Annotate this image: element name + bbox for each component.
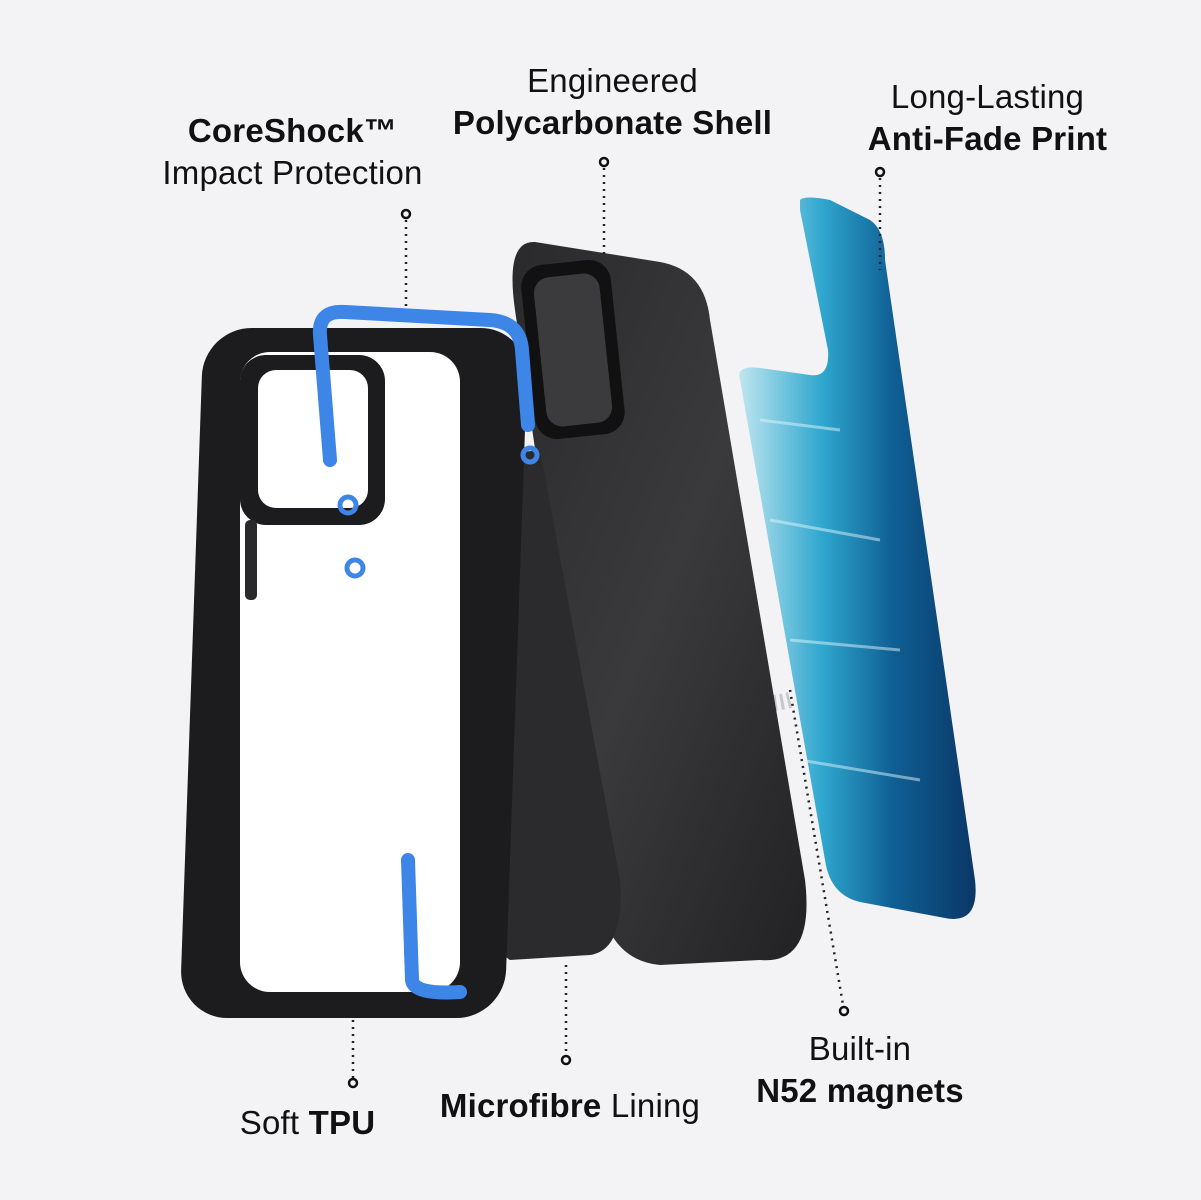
coreshock-bumpers — [312, 304, 540, 1000]
print-title: Anti-Fade Print — [867, 120, 1108, 157]
coreshock-label: CoreShock™ Impact Protection — [140, 110, 445, 194]
tpu-title: TPU — [308, 1104, 376, 1141]
magnets-subtitle: Built-in — [808, 1030, 912, 1067]
shell-subtitle: Engineered — [527, 62, 698, 99]
shell-title: Polycarbonate Shell — [452, 104, 773, 141]
leader-lines — [351, 168, 882, 1078]
magnets-label: Built-in N52 magnets — [740, 1028, 980, 1112]
soft-tpu-frame — [181, 328, 527, 1018]
lining-subtitle: Lining — [610, 1087, 701, 1124]
print-subtitle: Long-Lasting — [890, 78, 1085, 115]
print-label: Long-Lasting Anti-Fade Print — [855, 76, 1120, 160]
coreshock-title: CoreShock™ — [187, 112, 398, 149]
lining-label: Microfibre Lining — [420, 1085, 720, 1127]
lining-title: Microfibre — [439, 1087, 602, 1124]
coreshock-subtitle: Impact Protection — [162, 154, 423, 191]
tpu-label: Soft TPU — [220, 1102, 395, 1144]
tpu-subtitle: Soft — [239, 1104, 300, 1141]
anti-fade-print-layer — [739, 197, 976, 919]
magnets-title: N52 magnets — [756, 1072, 964, 1109]
shell-label: Engineered Polycarbonate Shell — [440, 60, 785, 144]
leader-dots — [347, 156, 886, 1089]
